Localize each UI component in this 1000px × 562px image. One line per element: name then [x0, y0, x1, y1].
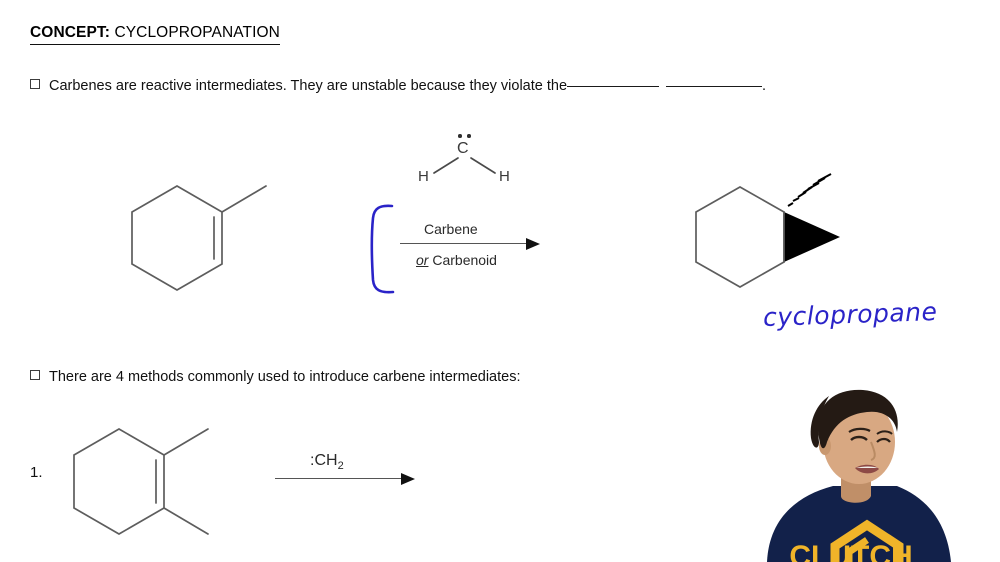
eyebrow-left	[876, 430, 893, 435]
page-title: CONCEPT: CYCLOPROPANATION	[30, 24, 280, 45]
atom-label-carbon: C	[457, 140, 469, 157]
carbene-bonds	[433, 157, 496, 174]
shirt	[767, 486, 951, 562]
hair-side	[810, 396, 829, 448]
eyebrow-right	[848, 427, 871, 433]
instructor-figure: CLUTCH	[755, 380, 1000, 562]
bullet-four-methods: There are 4 methods commonly used to int…	[30, 369, 521, 385]
handwritten-annotation-cyclopropane: cyclopropane	[762, 296, 938, 333]
page-title-bold: CONCEPT:	[30, 24, 111, 41]
page-title-rest: CYCLOPROPANATION	[110, 24, 280, 41]
blue-bracket-annotation	[370, 204, 395, 294]
arrow-label-or: or	[416, 252, 429, 268]
bullet-1-text: Carbenes are reactive intermediates. The…	[49, 78, 568, 94]
eye-right	[850, 435, 868, 441]
checkbox-icon	[30, 79, 40, 89]
instructor-video-overlay[interactable]: CLUTCH	[755, 380, 1000, 562]
reagent-subscript: 2	[337, 460, 344, 473]
arrow-head-icon	[526, 238, 540, 250]
bullet-1-period: .	[762, 78, 767, 94]
arrow-label-above: Carbene	[424, 221, 478, 237]
arrow-head-icon	[401, 473, 415, 485]
lone-pair-dot-right	[467, 134, 471, 138]
atom-label-hydrogen-left: H	[418, 168, 429, 185]
eye-left	[876, 437, 891, 443]
reagent-text: :CH	[310, 452, 338, 469]
shirt-wordmark: CLUTCH	[789, 540, 912, 562]
hair	[818, 389, 898, 449]
checkbox-icon	[30, 370, 40, 380]
structure-1-2-dimethylcyclohexene	[73, 428, 209, 535]
reagent-label-ch2: :CH2	[310, 452, 344, 472]
structure-product-bicyclic	[695, 173, 840, 288]
blank-fill-1	[567, 86, 660, 87]
teeth	[856, 466, 878, 468]
atom-label-hydrogen-right: H	[499, 168, 510, 185]
arrow-shaft	[275, 478, 403, 479]
clutch-logo-icon	[830, 519, 904, 562]
lone-pair-dot-left	[458, 134, 462, 138]
hashed-wedge-methyl	[787, 173, 832, 207]
list-item-number-1: 1.	[30, 464, 43, 481]
arrow-shaft	[400, 243, 528, 244]
nose	[870, 441, 876, 461]
bullet-2-text: There are 4 methods commonly used to int…	[49, 369, 521, 385]
arrow-label-below: or Carbenoid	[416, 252, 497, 268]
blank-fill-2	[666, 86, 763, 87]
arrow-label-carbenoid: Carbenoid	[428, 252, 497, 268]
bullet-carbenes-definition: Carbenes are reactive intermediates. The…	[30, 78, 766, 94]
structure-1-methylcyclohexene	[131, 185, 267, 291]
